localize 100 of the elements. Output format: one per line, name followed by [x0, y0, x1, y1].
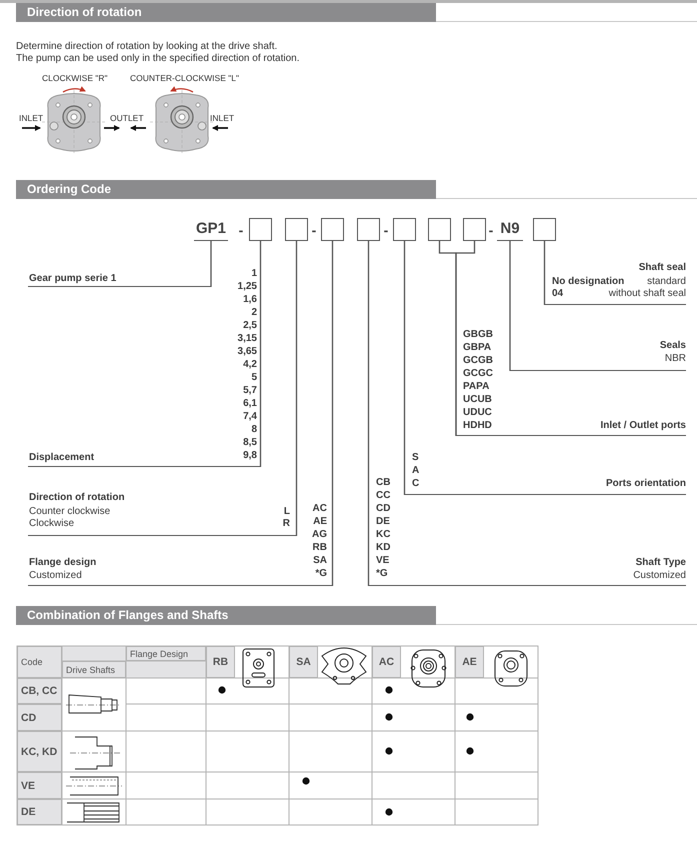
table-header-cell: Drive Shafts	[62, 661, 126, 678]
option-heading: Flange design	[29, 557, 96, 569]
leader-line	[455, 241, 476, 436]
rotation-label: COUNTER-CLOCKWISE "L"	[130, 72, 239, 83]
separator-dash: -	[382, 220, 390, 240]
option-heading: Shaft seal	[638, 262, 686, 274]
option-heading: RB	[312, 542, 327, 554]
option-heading: AG	[312, 529, 327, 541]
option-text: standard	[647, 276, 686, 288]
port-label: OUTLET	[110, 112, 144, 123]
leader-line	[544, 241, 546, 305]
code-box	[321, 218, 344, 241]
code-box	[533, 218, 556, 241]
option-text: Customized	[633, 570, 686, 582]
option-heading: 5,7	[243, 385, 257, 397]
option-heading: No designation	[552, 276, 624, 288]
leader-line	[509, 241, 511, 371]
port-label: INLET	[210, 112, 234, 123]
table-header-cell: AE	[455, 646, 484, 678]
leader-line	[210, 241, 212, 287]
option-heading: KD	[376, 542, 390, 554]
row-header-cell: DE	[17, 799, 62, 825]
code-box	[285, 218, 308, 241]
option-heading: 4,2	[243, 359, 257, 371]
row-header-cell: CD	[17, 704, 62, 731]
port-label: INLET	[19, 112, 44, 123]
option-heading: UDUC	[463, 407, 492, 419]
option-heading: A	[412, 465, 420, 477]
option-heading: *G	[315, 568, 327, 580]
separator-dash: -	[238, 220, 244, 240]
row-header-cell: VE	[17, 772, 62, 799]
table-header-cell: AC	[372, 646, 401, 678]
row-header-cell: KC, KD	[17, 731, 62, 772]
code-box	[357, 218, 380, 241]
option-heading: Shaft Type	[636, 557, 686, 569]
option-heading: CB	[376, 477, 390, 489]
table-header-cell: Code	[17, 646, 62, 678]
option-group	[404, 452, 686, 495]
option-heading: GCGC	[463, 368, 493, 380]
option-heading: S	[412, 452, 419, 464]
option-heading: Displacement	[29, 452, 94, 464]
leader-line	[368, 241, 370, 586]
option-heading: CD	[376, 503, 390, 515]
option-heading: UCUB	[463, 394, 492, 406]
option-heading: HDHD	[463, 420, 492, 432]
option-group	[456, 329, 686, 436]
option-heading: AE	[313, 516, 327, 528]
option-heading: 3,65	[238, 346, 257, 358]
option-heading: Seals	[660, 340, 686, 352]
option-text: Clockwise	[29, 518, 74, 530]
option-heading: 8,5	[243, 437, 257, 449]
option-group	[28, 503, 332, 586]
leader-line	[296, 241, 298, 536]
option-heading: 1,25	[238, 281, 257, 293]
option-heading: GBGB	[463, 329, 493, 341]
separator-dash: -	[310, 220, 318, 240]
option-heading: 3,15	[238, 333, 257, 345]
rotation-label: CLOCKWISE "R"	[42, 72, 108, 83]
option-heading: 9,8	[243, 450, 257, 462]
option-heading: PAPA	[463, 381, 490, 393]
option-text: without shaft seal	[608, 288, 686, 300]
code-box	[463, 218, 486, 241]
option-heading: KC	[376, 529, 390, 541]
section-header: Direction of rotation	[16, 3, 436, 22]
option-heading: Direction of rotation	[29, 492, 125, 504]
option-group	[368, 477, 686, 586]
option-heading: *G	[376, 568, 388, 580]
table-header-cell: SA	[289, 646, 318, 678]
option-heading: GBPA	[463, 342, 492, 354]
option-heading: Gear pump serie 1	[29, 273, 116, 285]
option-heading: 1,6	[243, 294, 257, 306]
section-header: Ordering Code	[16, 180, 436, 199]
separator-dash: -	[488, 220, 494, 240]
option-heading: C	[412, 478, 420, 490]
option-heading: 2	[251, 307, 257, 319]
option-text: NBR	[664, 353, 686, 365]
code-box	[428, 218, 451, 241]
option-group	[28, 492, 296, 536]
option-heading: GCGB	[463, 355, 493, 367]
option-heading: 2,5	[243, 320, 257, 332]
option-heading: 5	[251, 372, 257, 384]
code-segment: N9	[497, 218, 523, 241]
option-heading: L	[284, 506, 290, 518]
instruction-text: The pump can be used only in the specified direction of rotation.	[16, 52, 300, 64]
option-heading: R	[282, 518, 290, 530]
option-heading: SA	[313, 555, 327, 567]
option-heading: Inlet / Outlet ports	[600, 420, 686, 432]
code-box	[249, 218, 272, 241]
code-segment: GP1	[194, 218, 228, 241]
leader-line	[404, 241, 406, 495]
option-heading: DE	[376, 516, 390, 528]
table-header-cell: RB	[206, 646, 235, 678]
row-header-cell: CB, CC	[17, 678, 62, 704]
option-text: Customized	[29, 570, 82, 582]
option-heading: 1	[251, 268, 257, 280]
option-heading: 04	[552, 288, 564, 300]
leader-line	[260, 241, 262, 467]
option-group	[28, 268, 260, 467]
option-heading: 6,1	[243, 398, 257, 410]
option-heading: 8	[251, 424, 257, 436]
